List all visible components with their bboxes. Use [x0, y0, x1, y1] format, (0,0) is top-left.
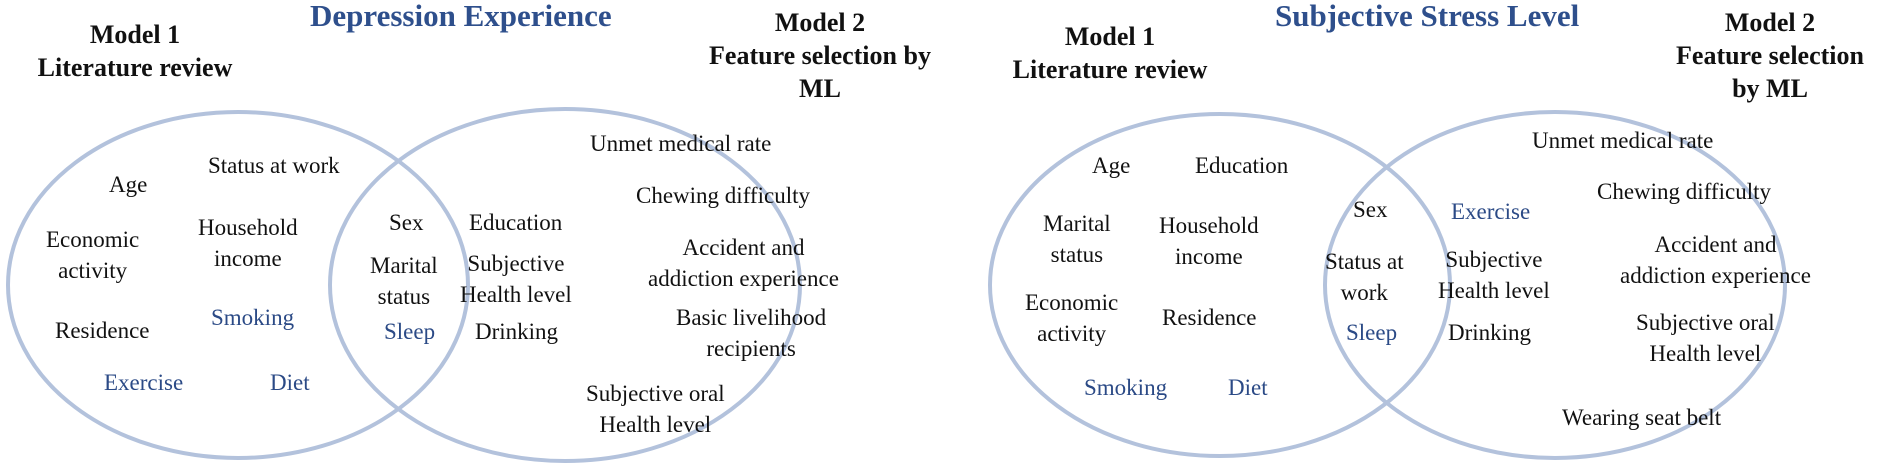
model1-ellipse	[988, 112, 1452, 458]
model1-ellipse	[6, 110, 470, 460]
feature-sleep: Sleep	[384, 319, 436, 344]
venn-ellipses	[988, 110, 1787, 460]
feature-sex: Sex	[389, 210, 424, 235]
model1-sublabel: Literature review	[1012, 55, 1208, 84]
feature-smoking: Smoking	[211, 305, 295, 330]
feature-residence: Residence	[1162, 305, 1257, 330]
model2-sublabel: Feature selection	[1676, 41, 1864, 70]
feature-exercise: Exercise	[104, 370, 184, 395]
feature-diet: Diet	[270, 370, 310, 395]
model2-sublabel: Feature selection by	[709, 41, 931, 70]
feature-age: Age	[109, 172, 148, 197]
feature-smoking: Smoking	[1084, 375, 1168, 400]
feature-drinking: Drinking	[1448, 320, 1532, 345]
feature-residence: Residence	[55, 318, 150, 343]
feature-unmet-medical-rate: Unmet medical rate	[590, 131, 772, 156]
model2-label: Model 2	[1724, 8, 1816, 37]
feature-chewing-difficulty: Chewing difficulty	[1597, 179, 1771, 204]
model2-label: Model 2	[774, 8, 866, 37]
model2-header: Model 2 Feature selection by ML	[1660, 6, 1880, 105]
model2-header: Model 2 Feature selection by ML	[690, 6, 950, 105]
model1-label: Model 1	[1064, 22, 1156, 51]
diagram-title: Depression Experience	[310, 0, 612, 33]
model2-ellipse	[1323, 110, 1787, 460]
feature-education: Education	[469, 210, 563, 235]
venn-panel-stress: Subjective Stress Level Model 1 Literatu…	[980, 0, 1901, 469]
feature-status-at-work: Status at work	[208, 153, 340, 178]
feature-chewing-difficulty: Chewing difficulty	[636, 183, 810, 208]
venn-ellipses	[6, 107, 802, 463]
feature-sleep: Sleep	[1346, 320, 1398, 345]
model1-header: Model 1 Literature review	[1000, 20, 1220, 86]
feature-education: Education	[1195, 153, 1289, 178]
feature-diet: Diet	[1228, 375, 1268, 400]
model2-ellipse	[328, 107, 802, 463]
model2-sublabel-2: ML	[799, 74, 841, 103]
feature-age: Age	[1092, 153, 1131, 178]
venn-panel-depression: Depression Experience Model 1 Literature…	[0, 0, 950, 469]
model1-sublabel: Literature review	[37, 53, 233, 82]
feature-sex: Sex	[1353, 197, 1388, 222]
diagram-title: Subjective Stress Level	[1275, 0, 1580, 33]
model1-header: Model 1 Literature review	[25, 18, 245, 84]
feature-drinking: Drinking	[475, 319, 559, 344]
feature-exercise: Exercise	[1451, 199, 1531, 224]
feature-wearing-seat-belt: Wearing seat belt	[1562, 405, 1722, 430]
model2-sublabel-2: by ML	[1732, 74, 1808, 103]
feature-unmet-medical-rate: Unmet medical rate	[1532, 128, 1714, 153]
model1-label: Model 1	[89, 20, 181, 49]
